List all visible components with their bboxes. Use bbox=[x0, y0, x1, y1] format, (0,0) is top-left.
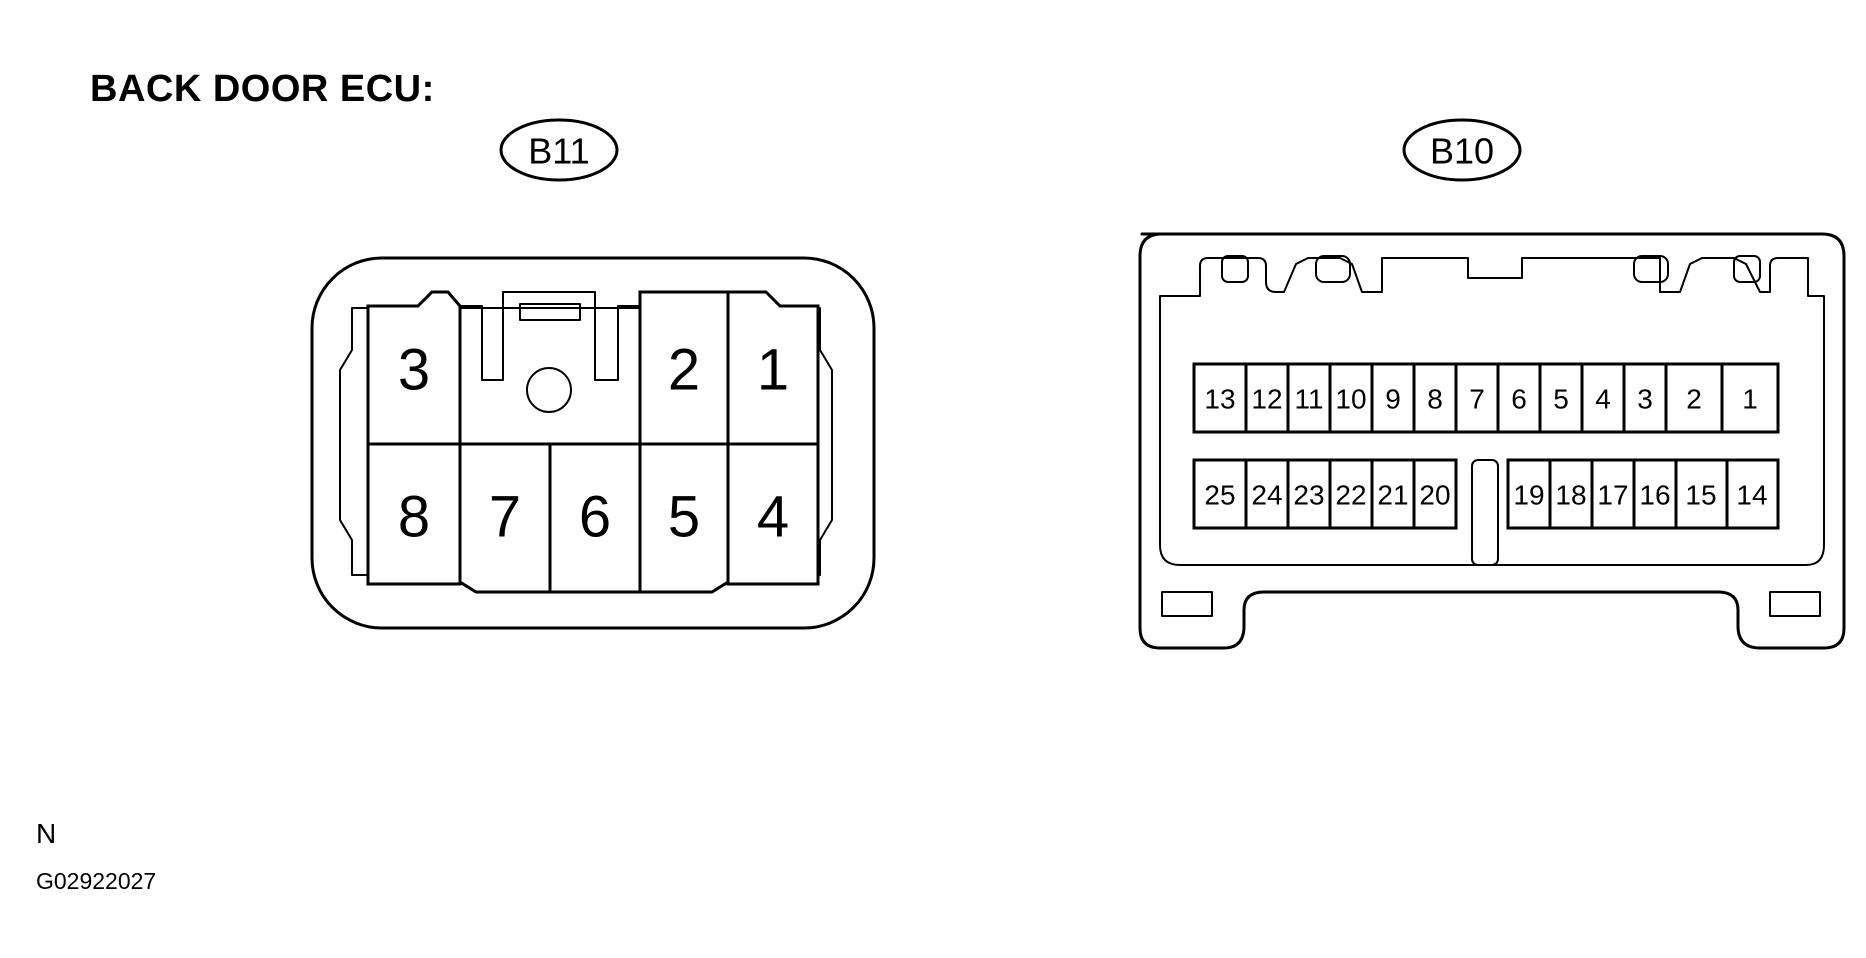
connector-b10-pin-1 bbox=[1720, 362, 1780, 434]
connector-b10-pin-14 bbox=[1725, 458, 1780, 530]
connector-b10-pin-label: 16 bbox=[1639, 480, 1670, 511]
connector-b10-pin-label: 21 bbox=[1377, 480, 1408, 511]
connector-b10-pin-24 bbox=[1244, 458, 1290, 530]
connector-b10-pin-label: 3 bbox=[1637, 384, 1653, 415]
connector-b10-pin-15 bbox=[1674, 458, 1729, 530]
figure-code: G02922027 bbox=[36, 868, 157, 894]
connector-b11-key-area bbox=[460, 291, 640, 381]
connector-b10: B10 13 12 bbox=[1138, 118, 1846, 650]
connector-b10-pin-label: 1 bbox=[1742, 384, 1758, 415]
connector-b10-pin-label: 5 bbox=[1553, 384, 1569, 415]
connector-b10-housing bbox=[1138, 232, 1846, 650]
connector-b11-pin-label: 4 bbox=[757, 485, 789, 550]
connector-b10-pin-label: 6 bbox=[1511, 384, 1527, 415]
connector-b10-pin-label: 12 bbox=[1251, 384, 1282, 415]
connector-b11-pin-label: 7 bbox=[489, 485, 521, 550]
connector-b11-pin-8 bbox=[366, 442, 462, 586]
connector-b11-pin-label: 5 bbox=[668, 485, 700, 550]
connector-b10-bottom-left-row: 25 24 23 22 21 20 bbox=[1192, 458, 1458, 530]
connector-b10-pin-label: 15 bbox=[1685, 480, 1716, 511]
connector-b11-label-oval bbox=[499, 118, 619, 182]
connector-b10-pin-label: 25 bbox=[1204, 480, 1235, 511]
connector-b10-pin-25 bbox=[1192, 458, 1248, 530]
connector-b10-pin-label: 7 bbox=[1469, 384, 1485, 415]
diagram-title: BACK DOOR ECU: bbox=[90, 68, 435, 110]
connector-b10-pin-label: 13 bbox=[1204, 384, 1235, 415]
connector-b11-housing bbox=[310, 256, 876, 630]
connector-b10-pin-label: 2 bbox=[1686, 384, 1702, 415]
connector-b10-tab-right bbox=[1769, 591, 1821, 617]
connector-b11-key-hole bbox=[526, 367, 572, 413]
connector-b11-inner-outline bbox=[339, 307, 833, 576]
connector-b10-pin-4 bbox=[1580, 362, 1626, 434]
connector-b10-pin-label: 24 bbox=[1251, 480, 1282, 511]
connector-b10-pin-label: 9 bbox=[1385, 384, 1401, 415]
connector-b10-label-oval bbox=[1402, 118, 1522, 182]
connector-b10-pin-6 bbox=[1496, 362, 1542, 434]
connector-b11-pin-6 bbox=[548, 442, 642, 594]
connector-b11-label: B11 bbox=[528, 131, 589, 172]
connector-b10-pin-label: 18 bbox=[1555, 480, 1586, 511]
connector-b10-pin-label: 14 bbox=[1736, 480, 1767, 511]
connector-b11-pin-label: 1 bbox=[757, 338, 789, 403]
connector-b11-pin-label: 6 bbox=[579, 485, 611, 550]
connector-b10-top-row: 13 12 11 10 9 8 7 6 5 4 3 2 1 bbox=[1192, 362, 1780, 434]
connector-b11-pin-4 bbox=[726, 442, 820, 586]
connector-b10-tab-left bbox=[1161, 591, 1213, 617]
connector-b10-pin-label: 10 bbox=[1335, 384, 1366, 415]
connector-b10-pin-17 bbox=[1590, 458, 1636, 530]
connector-b10-latch-left bbox=[1221, 255, 1249, 283]
connector-b10-inner-frame bbox=[1159, 257, 1825, 566]
connector-b11-pin-label: 8 bbox=[398, 485, 430, 550]
footer-mark: N bbox=[36, 818, 57, 849]
connector-b10-pin-label: 11 bbox=[1294, 384, 1323, 415]
connector-b10-bottom-right-row: 19 18 17 16 15 14 bbox=[1506, 458, 1780, 530]
connector-b10-latch-left-2 bbox=[1315, 255, 1351, 283]
connector-b10-label: B10 bbox=[1430, 131, 1494, 172]
connector-b11-pin-3 bbox=[366, 290, 462, 446]
connector-b10-pin-label: 23 bbox=[1293, 480, 1324, 511]
connector-b10-latch-right-2 bbox=[1633, 255, 1669, 283]
connector-b10-pin-label: 4 bbox=[1595, 384, 1611, 415]
connector-b10-pin-label: 17 bbox=[1597, 480, 1628, 511]
connector-b10-pin-label: 20 bbox=[1419, 480, 1450, 511]
connector-b10-latch-right bbox=[1733, 255, 1761, 283]
connector-b10-pin-3 bbox=[1622, 362, 1668, 434]
connector-b11-pin-7 bbox=[458, 442, 552, 594]
connector-b10-pin-18 bbox=[1548, 458, 1594, 530]
connector-b10-pin-label: 22 bbox=[1335, 480, 1366, 511]
connector-b10-pin-label: 8 bbox=[1427, 384, 1443, 415]
connector-b10-pin-20 bbox=[1412, 458, 1458, 530]
connector-b11-pin-label: 2 bbox=[668, 338, 700, 403]
connector-b10-pin-19 bbox=[1506, 458, 1552, 530]
connector-b11-key-slot bbox=[519, 303, 581, 321]
connector-b11-pin-5 bbox=[638, 442, 730, 594]
connector-b10-pin-21 bbox=[1370, 458, 1416, 530]
connector-b10-pin-label: 19 bbox=[1513, 480, 1544, 511]
connector-b10-key-slot bbox=[1471, 459, 1499, 566]
connector-b11-pin-label: 3 bbox=[398, 338, 430, 403]
connector-b11: B11 3 2 1 8 7 6 5 4 bbox=[310, 118, 876, 630]
